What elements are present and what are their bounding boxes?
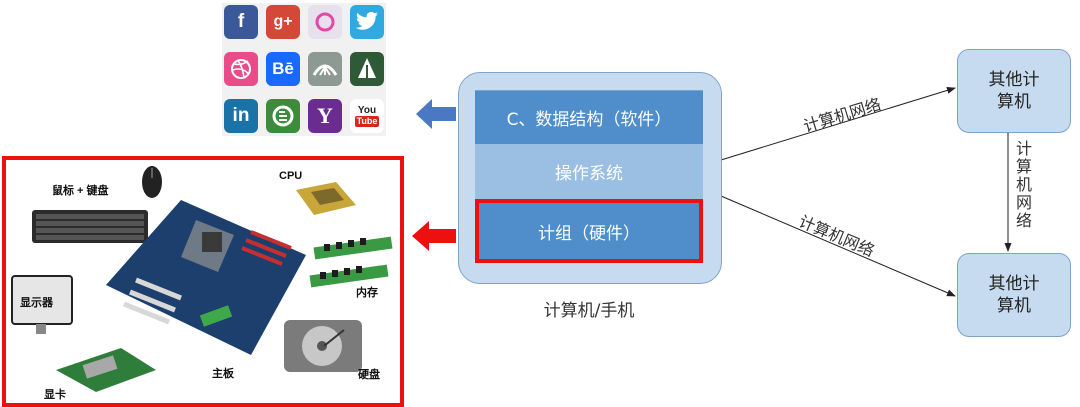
hard-disk-label: 硬盘 — [358, 369, 380, 381]
red-arrow — [412, 221, 456, 251]
software-layer: C、数据结构（软件） — [475, 90, 703, 144]
monitor-icon — [11, 275, 73, 334]
hardware-illustration — [11, 166, 393, 392]
peer-bottom-label: 其他计算机 — [988, 274, 1040, 316]
youtube-you-text: You — [357, 105, 377, 116]
blogger-icon — [266, 99, 300, 133]
computer-caption: 计算机/手机 — [543, 301, 635, 321]
os-layer: 操作系统 — [475, 144, 703, 199]
network-line-upper — [712, 87, 956, 166]
mouse-keyboard-label: 鼠标 + 键盘 — [52, 185, 109, 197]
hardware-panel: 鼠标 + 键盘 CPU 显示器 内存 显卡 主板 硬盘 — [2, 156, 404, 407]
youtube-tube-text: Tube — [354, 116, 380, 127]
yahoo-icon: Y — [308, 99, 342, 133]
forrst-icon — [350, 52, 384, 86]
twitter-icon — [350, 5, 384, 39]
cpu-icon — [296, 182, 356, 215]
blue-arrow — [416, 99, 456, 129]
motherboard-label: 主板 — [212, 368, 234, 380]
mouse-icon — [142, 166, 162, 198]
youtube-icon: You Tube — [350, 99, 384, 133]
hard-disk-icon — [284, 320, 362, 372]
keyboard-icon — [32, 210, 148, 243]
social-icon-grid: f g+ Bē in Y You Tube — [222, 3, 386, 136]
deviantart-icon — [308, 52, 342, 86]
graphics-card-icon — [56, 348, 156, 392]
memory-icon — [309, 236, 393, 288]
cpu-label: CPU — [279, 170, 303, 182]
graphics-card-label: 显卡 — [44, 389, 66, 401]
peer-top-label: 其他计算机 — [988, 70, 1040, 112]
memory-label: 内存 — [356, 287, 378, 299]
google-plus-icon: g+ — [266, 5, 300, 39]
peer-computer-bottom: 其他计算机 — [957, 253, 1071, 337]
network-label-vertical: 计算机网络 — [1016, 139, 1033, 230]
flickr-icon — [308, 5, 342, 39]
peer-computer-top: 其他计算机 — [957, 49, 1071, 133]
hardware-layer: 计组（硬件） — [475, 199, 703, 263]
dribbble-icon — [224, 52, 258, 86]
linkedin-icon: in — [224, 99, 258, 133]
motherboard-icon — [106, 200, 306, 355]
facebook-icon: f — [224, 5, 258, 39]
network-line-lower — [712, 189, 956, 297]
monitor-label: 显示器 — [20, 297, 53, 309]
behance-icon: Bē — [266, 52, 300, 86]
